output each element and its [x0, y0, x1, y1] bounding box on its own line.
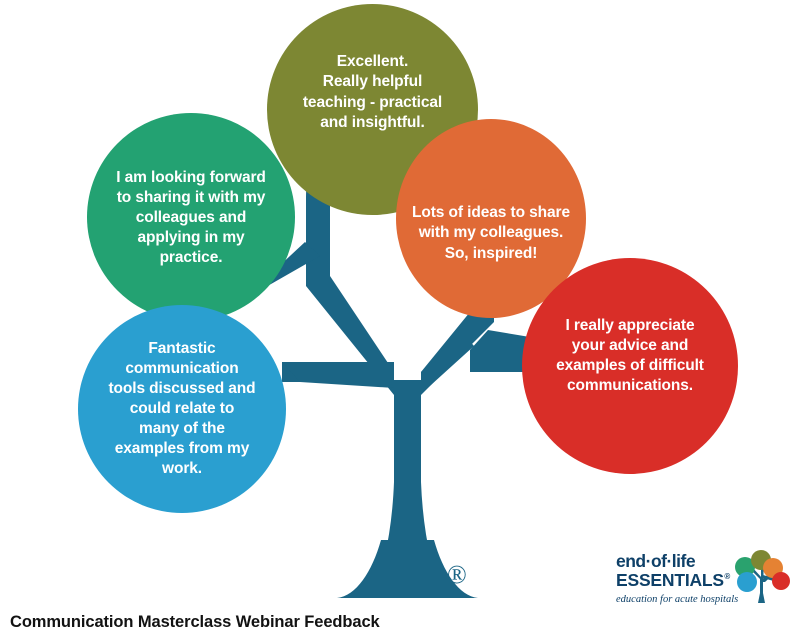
- logo-line-end-of-life: end·of·life: [616, 551, 696, 571]
- logo-line-essentials-wrap: ESSENTIALS ®: [616, 570, 731, 590]
- tree-branch-left-main: [306, 196, 394, 395]
- feedback-bubble-orange: Lots of ideas to share with my colleague…: [396, 119, 586, 318]
- tree-branch-inner-right: [421, 332, 474, 394]
- feedback-bubble-red: I really appreciate your advice and exam…: [522, 258, 738, 474]
- logo-tree-trunk-icon: [758, 579, 765, 603]
- feedback-bubble-green: I am looking forward to sharing it with …: [87, 113, 295, 321]
- registered-trademark-icon: ®: [447, 560, 467, 589]
- logo-leaf-blue-icon: [737, 572, 757, 592]
- logo-leaf-green-icon: [735, 557, 755, 577]
- end-of-life-essentials-logo: end·of·life ESSENTIALS ® education for a…: [616, 550, 792, 614]
- logo-leaf-red-icon: [772, 572, 790, 590]
- feedback-bubble-blue-text: Fantastic communication tools discussed …: [108, 339, 256, 478]
- tree-base-flare: [337, 540, 478, 598]
- tree-branch-left-lower: [282, 362, 394, 388]
- logo-tagline: education for acute hospitals: [616, 594, 739, 605]
- logo-line-essentials: ESSENTIALS: [616, 570, 724, 590]
- feedback-bubble-olive-text: Excellent. Really helpful teaching - pra…: [302, 53, 443, 131]
- feedback-bubble-red-text: I really appreciate your advice and exam…: [556, 316, 704, 395]
- feedback-bubble-orange-text: Lots of ideas to share with my colleague…: [412, 204, 570, 262]
- page-title: Communication Masterclass Webinar Feedba…: [10, 613, 380, 631]
- logo-tree-icon: [735, 550, 790, 603]
- logo-registered-icon: ®: [724, 572, 731, 581]
- feedback-bubble-green-text: I am looking forward to sharing it with …: [116, 168, 266, 267]
- logo-wordmark: end·of·life ESSENTIALS ® education for a…: [616, 551, 739, 606]
- feedback-bubble-blue: Fantastic communication tools discussed …: [78, 305, 286, 513]
